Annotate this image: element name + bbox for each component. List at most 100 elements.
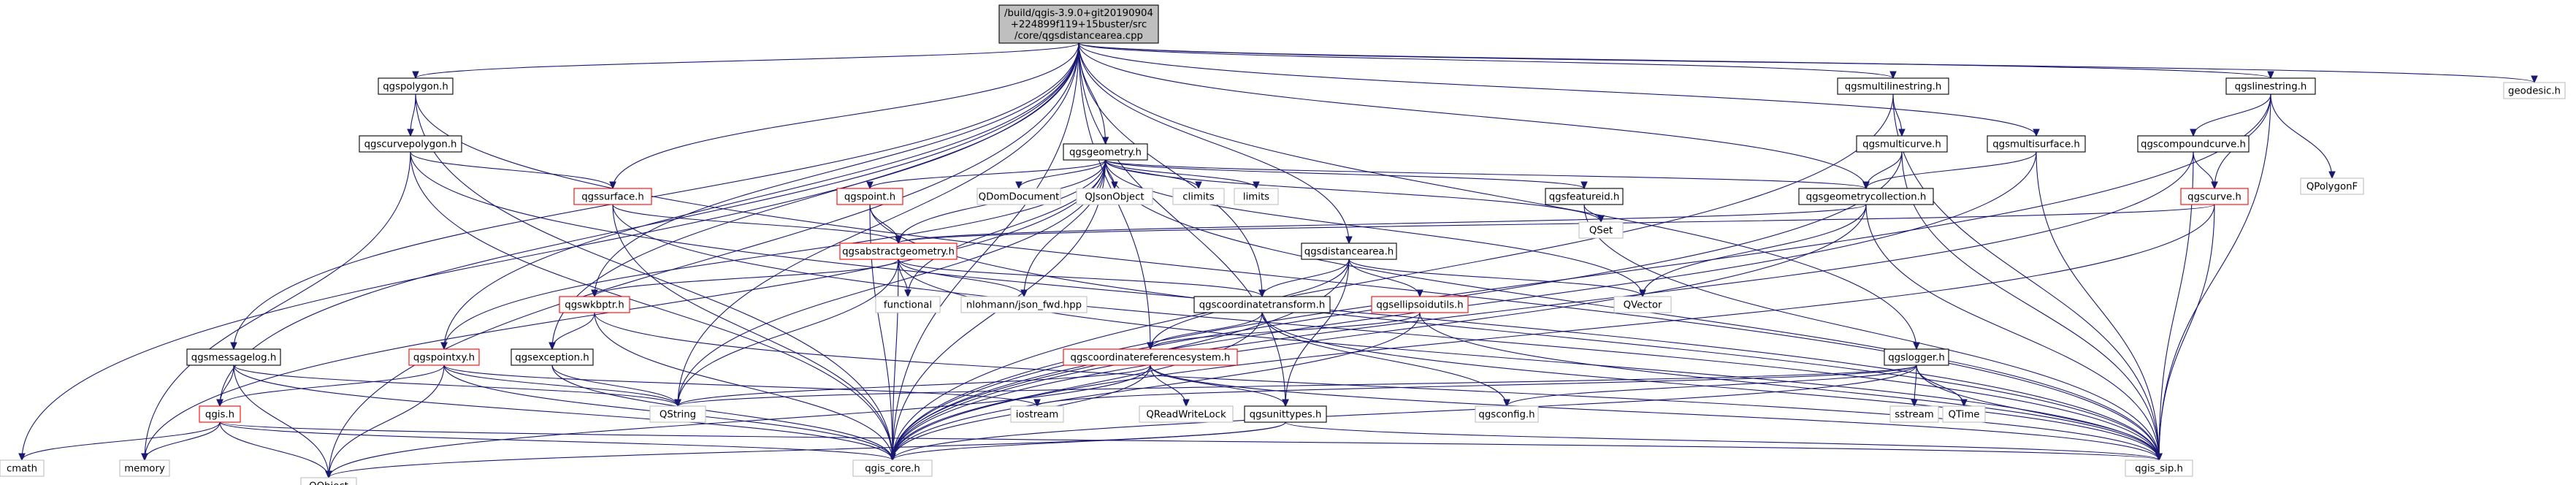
node-box-qgspoint [836,188,903,205]
node-box-qgswkbptr [559,296,630,313]
node-functional: functional [875,296,941,313]
edge-root-to-qgsdistancearea [1078,42,1350,244]
edge-qgsgeometry-to-QString [677,159,1107,407]
arrowhead-root-to-qgslogger [1913,342,1920,351]
arrowhead-root-to-qgsmultisurface [2033,129,2040,137]
node-label-memory: memory [124,464,165,475]
edge-qgsabstractgeometry-to-qgscoordinatetransform [898,259,1263,297]
node-qgsgeometrycollection[interactable]: qgsgeometrycollection.h [1798,188,1934,205]
node-qgspolygon[interactable]: qgspolygon.h [378,77,454,95]
node-label-qgslinestring: qgslinestring.h [2235,82,2307,93]
node-label-qgsellipsoidutils: qgsellipsoidutils.h [1376,300,1463,311]
edge-qgscoordinatereferencesystem-to-qgsunittypes [1150,364,1286,407]
node-box-geodesic [2503,82,2566,99]
node-qgis_sip: qgis_sip.h [2125,459,2193,477]
node-qgspointxy[interactable]: qgspointxy.h [408,348,480,366]
node-limits: limits [1234,188,1279,205]
edge-root-to-qgslogger [1078,42,1917,350]
node-qgssurface[interactable]: qgssurface.h [573,188,652,205]
node-box-qgscurve [2180,188,2249,205]
node-box-QPolygonF [2300,177,2364,195]
node-qgsmulticurve[interactable]: qgsmulticurve.h [1856,135,1948,153]
node-label-qgsunittypes: qgsunittypes.h [1250,410,1322,421]
node-memory: memory [119,459,170,477]
arrowhead-qgsmultisurface-to-qgsgeometrycollection [1862,181,1870,190]
edge-qgis-to-QObject [219,421,329,478]
edge-qgsexception-to-QString [551,364,679,407]
node-qgsabstractgeometry[interactable]: qgsabstractgeometry.h [839,242,958,260]
edge-qgscoordinatereferencesystem-to-QString [677,364,1151,407]
arrowhead-qgsabstractgeometry-to-qgswkbptr [591,289,598,298]
arrowhead-qgslogger-to-iostream [1033,399,1041,408]
arrowhead-qgsdistancearea-to-QVector [1639,289,1646,298]
node-label-qgscurve: qgscurve.h [2187,192,2241,203]
edge-qgslogger-to-qgis_core [892,364,1917,461]
node-box-QDomDocument [976,188,1061,205]
edge-qgslinestring-to-QPolygonF [2270,93,2333,179]
node-QReadWriteLock: QReadWriteLock [1139,405,1234,423]
node-cmath: cmath [0,459,45,477]
node-qgscurvepolygon[interactable]: qgscurvepolygon.h [359,135,462,153]
edge-qgsdistancearea-to-qgscoordinatetransform [1261,259,1350,297]
node-label-sstream: sstream [1895,410,1934,421]
edge-qgssurface-to-qgis_sip [612,204,2160,461]
edge-qgsgeometrycollection-to-qgis_core [892,204,1867,461]
node-qgscoordinatereferencesystem[interactable]: qgscoordinatereferencesystem.h [1063,348,1238,366]
node-qgslinestring[interactable]: qgslinestring.h [2225,77,2316,95]
edge-root-to-qgsmessagelog [233,42,1079,350]
edge-qgsgeometrycollection-to-qgsabstractgeometry [898,204,1867,244]
node-QString: QString [649,405,706,423]
node-box-QObject [300,477,357,485]
node-qgscoordinatetransform[interactable]: qgscoordinatetransform.h [1193,296,1331,313]
node-qgis[interactable]: qgis.h [199,405,241,423]
node-qgsunittypes[interactable]: qgsunittypes.h [1244,405,1327,423]
node-box-qgsdistancearea [1301,242,1397,260]
node-qgsmessagelog[interactable]: qgsmessagelog.h [186,348,281,366]
node-qgslogger[interactable]: qgslogger.h [1884,348,1949,366]
node-label-geodesic: geodesic.h [2508,86,2561,97]
edge-root-to-qgis_core [892,42,1079,461]
edge-qgsfeatureid-to-qgis_sip [1583,204,2160,461]
arrowhead-qgsgeometry-to-climits [1195,181,1202,190]
edge-qgsmultilinestring-to-qgis_core [892,93,1894,461]
node-qgsfeatureid[interactable]: qgsfeatureid.h [1545,188,1624,205]
node-label-climits: climits [1182,192,1215,203]
node-geodesic: geodesic.h [2503,82,2566,99]
node-label-root: /build/qgis-3.9.0+git20190904 [1004,8,1153,19]
edge-root-to-qgswkbptr [594,42,1079,297]
edge-qgscoordinatetransform-to-qgscoordinatereferencesystem [1150,312,1263,350]
node-box-qgspolygon [378,77,454,95]
node-qgsmultisurface[interactable]: qgsmultisurface.h [1987,135,2086,153]
node-root[interactable]: /build/qgis-3.9.0+git20190904+224899f119… [998,4,1159,44]
node-qgswkbptr[interactable]: qgswkbptr.h [559,296,630,313]
node-qgsellipsoidutils[interactable]: qgsellipsoidutils.h [1371,296,1469,313]
node-label-QObject: QObject [309,481,348,485]
node-qgscurve[interactable]: qgscurve.h [2180,188,2249,205]
node-qgsexception[interactable]: qgsexception.h [511,348,594,366]
node-qgsdistancearea[interactable]: qgsdistancearea.h [1301,242,1397,260]
edge-qgspointxy-to-QString [443,364,679,407]
edge-qgscurve-to-qgsabstractgeometry [898,204,2215,244]
arrowhead-qgspointxy-to-qgis [216,399,223,408]
edge-qgscurve-to-qgis_core [892,204,2215,461]
node-box-sstream [1889,405,1939,423]
nodes-layer: /build/qgis-3.9.0+git20190904+224899f119… [0,4,2566,485]
arrowhead-qgslogger-to-sstream [1911,399,1918,408]
arrowhead-qgsdistancearea-to-qgsellipsoidutils [1416,289,1423,298]
node-label-QReadWriteLock: QReadWriteLock [1146,410,1226,421]
edge-root-to-qgis [219,42,1079,407]
node-box-qgspointxy [408,348,480,366]
node-box-qgsconfig [1475,405,1539,423]
node-qgsgeometry[interactable]: qgsgeometry.h [1063,143,1148,161]
node-qgscompoundcurve[interactable]: qgscompoundcurve.h [2137,135,2250,153]
node-qgsmultilinestring[interactable]: qgsmultilinestring.h [1837,77,1949,95]
edge-qgsgeometry-to-qgsgeometrycollection [1104,159,1867,189]
node-QJsonObject: QJsonObject [1076,188,1153,205]
arrowhead-qgsabstractgeometry-to-nlohmann [1020,289,1028,298]
node-label-limits: limits [1243,192,1269,203]
node-box-qgslogger [1884,348,1949,366]
node-qgspoint[interactable]: qgspoint.h [836,188,903,205]
node-box-qgsunittypes [1244,405,1327,423]
edge-qgscoordinatereferencesystem-to-QObject [328,364,1151,478]
node-label-qgslogger: qgslogger.h [1888,353,1945,364]
